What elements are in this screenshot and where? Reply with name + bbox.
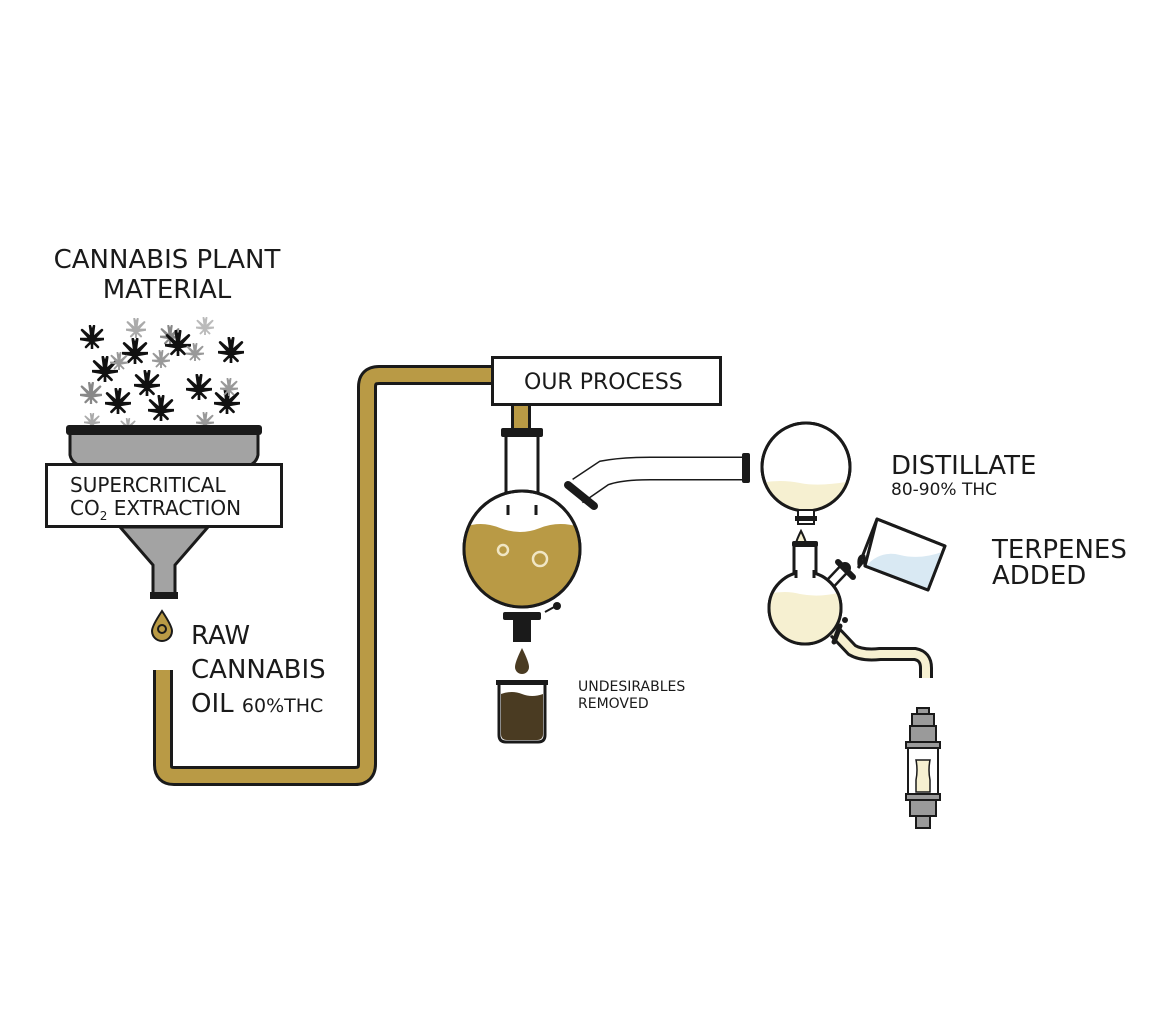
process-label: OUR PROCESS: [524, 370, 683, 395]
terpenes-label: TERPENES ADDED: [992, 537, 1127, 589]
mixing-flask-icon: [767, 541, 933, 678]
raw-oil-line1: RAW: [191, 621, 251, 651]
extraction-box: SUPERCRITICAL CO2 EXTRACTION: [45, 463, 283, 528]
cannabis-leaf-icon: [105, 388, 131, 414]
cannabis-leaf-icon: [196, 317, 214, 335]
cannabis-leaf-icon: [126, 318, 146, 338]
plant-material-label: CANNABIS PLANT MATERIAL: [44, 247, 290, 303]
cannabis-leaf-icon: [80, 382, 102, 404]
cannabis-leaf-icon: [80, 325, 104, 349]
distillate-thc: 80-90% THC: [891, 480, 997, 500]
cannabis-leaf-icon: [186, 374, 212, 400]
distillate-title: DISTILLATE: [891, 451, 1037, 481]
terpenes-line2: ADDED: [992, 561, 1087, 591]
plant-material-line2: MATERIAL: [102, 275, 232, 305]
undesirables-line2: REMOVED: [578, 696, 649, 712]
cannabis-leaf-icon: [92, 356, 118, 382]
beaker-icon: [496, 648, 548, 744]
raw-oil-label: RAW CANNABIS OIL 60%THC: [191, 623, 326, 717]
plant-material-line1: CANNABIS PLANT: [53, 245, 281, 275]
process-box: OUR PROCESS: [491, 356, 722, 406]
distillate-flask-icon: [742, 421, 852, 550]
raw-oil-line3: OIL 60%THC: [191, 691, 326, 717]
extraction-line2: CO2 EXTRACTION: [70, 498, 280, 522]
undesirables-label: UNDESIRABLES REMOVED: [578, 680, 685, 711]
cannabis-leaf-icon: [148, 395, 174, 421]
raw-oil-word: OIL: [191, 689, 234, 719]
distillate-label: DISTILLATE 80-90% THC: [891, 453, 1036, 499]
terpene-cup-icon: [856, 517, 947, 592]
raw-oil-line2: CANNABIS: [191, 655, 326, 685]
oil-drop-icon: [150, 609, 174, 642]
pipe-icon: [153, 365, 531, 786]
flask-icon: [462, 428, 745, 642]
cannabis-leaf-icon: [134, 370, 160, 396]
cannabis-leaf-icon: [110, 352, 128, 370]
cannabis-leaf-icon: [152, 350, 170, 368]
cannabis-leaf-icon: [122, 338, 148, 364]
vape-cartridge-icon: [905, 707, 941, 829]
raw-oil-thc: 60%THC: [241, 695, 324, 717]
undesirables-line1: UNDESIRABLES: [578, 679, 686, 695]
extraction-line1: SUPERCRITICAL: [70, 473, 226, 497]
extraction-subscript: 2: [99, 509, 108, 523]
cannabis-leaves: [80, 317, 244, 434]
funnel-icon: [66, 425, 262, 599]
terpenes-line1: TERPENES: [992, 535, 1127, 565]
extraction-co: CO: [70, 496, 100, 520]
cannabis-leaf-icon: [218, 337, 244, 363]
cannabis-leaf-icon: [220, 378, 238, 396]
extraction-rest: EXTRACTION: [107, 496, 242, 520]
